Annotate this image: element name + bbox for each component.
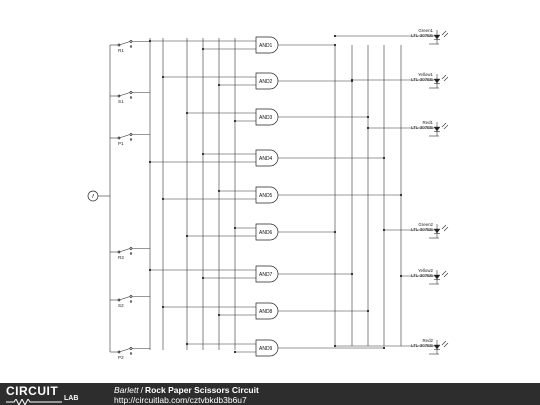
led-name-label: Green2 xyxy=(418,222,433,227)
logo-circuit-text: CIRCUIT xyxy=(6,384,59,398)
gate-label: AND8 xyxy=(259,309,273,315)
gate-and6[interactable]: AND6 xyxy=(255,223,279,241)
gate-label: AND3 xyxy=(259,115,273,121)
switch-label: P2 xyxy=(118,355,124,360)
leds-group: Green1LTL-307EEYellow1LTL-307EERed1LTL-3… xyxy=(411,28,449,355)
switch-label: S1 xyxy=(118,99,124,104)
switch-s1[interactable]: S1 xyxy=(110,91,150,105)
gate-label: AND9 xyxy=(259,346,273,352)
gate-and3[interactable]: AND3 xyxy=(255,108,279,126)
switch-label: S2 xyxy=(118,303,124,308)
gate-label: AND6 xyxy=(259,230,273,236)
switch-r1[interactable]: R1 xyxy=(110,40,150,54)
switch-r2[interactable]: R2 xyxy=(110,247,150,261)
circuitlab-logo[interactable]: CIRCUIT LAB xyxy=(0,384,96,405)
led-part-label: LTL-307EE xyxy=(411,33,433,38)
gate-label: AND1 xyxy=(259,43,273,49)
led-part-label: LTL-307EE xyxy=(411,343,433,348)
circuit-title: Rock Paper Scissors Circuit xyxy=(144,385,259,395)
author-link[interactable]: Barlett xyxy=(114,385,139,395)
logo-wave-icon xyxy=(6,399,62,405)
logo-lab-text: LAB xyxy=(64,395,79,402)
led-part-label: LTL-307EE xyxy=(411,227,433,232)
switch-label: R2 xyxy=(118,255,124,260)
gate-and7[interactable]: AND7 xyxy=(255,265,279,283)
led-name-label: Yellow2 xyxy=(418,268,434,273)
circuit-url[interactable]: http://circuitlab.com/cztvbkdb3b6u7 xyxy=(114,395,247,405)
gate-and5[interactable]: AND5 xyxy=(255,186,279,204)
switch-s2[interactable]: S2 xyxy=(110,295,150,309)
gate-and8[interactable]: AND8 xyxy=(255,302,279,320)
led-part-label: LTL-307EE xyxy=(411,125,433,130)
gate-label: AND2 xyxy=(259,79,273,85)
horizontal-wires xyxy=(148,39,403,354)
gate-label: AND4 xyxy=(259,156,273,162)
switch-label: P1 xyxy=(118,141,124,146)
output-wires xyxy=(333,34,437,348)
footer-bar: CIRCUIT LAB Barlett/Rock Paper Scissors … xyxy=(0,383,540,405)
led-name-label: Yellow1 xyxy=(418,72,434,77)
gate-and2[interactable]: AND2 xyxy=(255,72,279,90)
gate-and9[interactable]: AND9 xyxy=(255,339,279,357)
input-source-label: f xyxy=(92,194,94,200)
gate-label: AND5 xyxy=(259,193,273,199)
gate-label: AND7 xyxy=(259,272,273,278)
switch-label: R1 xyxy=(118,48,124,53)
led-part-label: LTL-307EE xyxy=(411,77,433,82)
switch-p2[interactable]: P2 xyxy=(110,347,150,361)
footer-title-line: Barlett/Rock Paper Scissors Circuit xyxy=(114,385,259,395)
gate-and1[interactable]: AND1 xyxy=(255,36,279,54)
switch-p1[interactable]: P1 xyxy=(110,133,150,147)
led-part-label: LTL-307EE xyxy=(411,273,433,278)
led-name-label: Red1 xyxy=(423,120,434,125)
led-name-label: Red2 xyxy=(423,338,434,343)
led-name-label: Green1 xyxy=(418,28,433,33)
gate-and4[interactable]: AND4 xyxy=(255,149,279,167)
title-separator: / xyxy=(140,385,143,395)
